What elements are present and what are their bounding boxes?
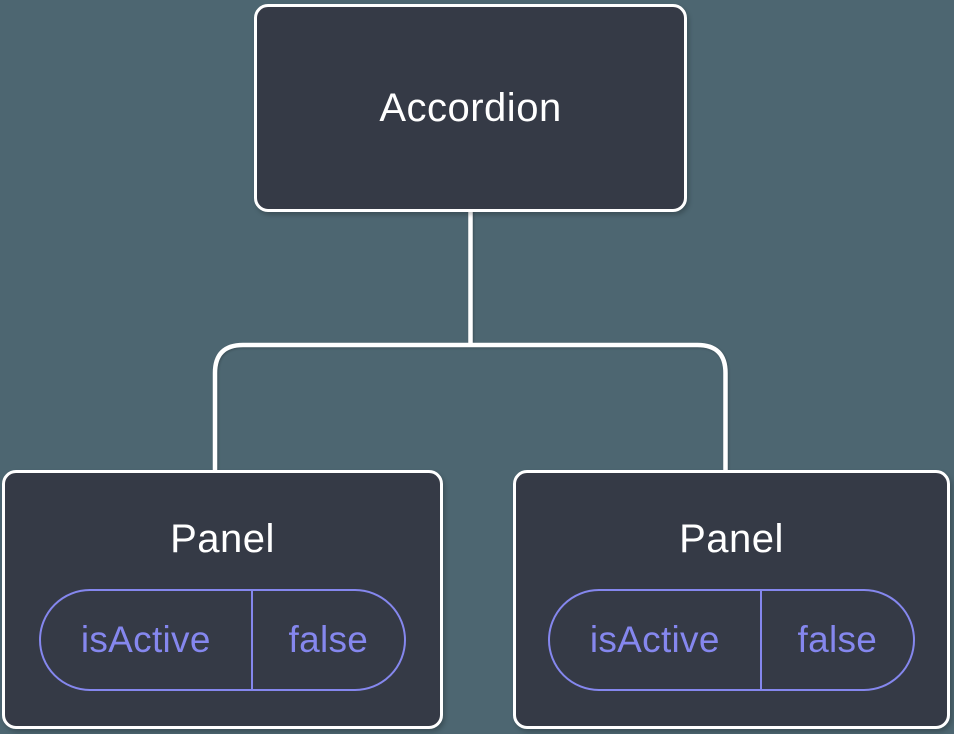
connector-branch (212, 342, 728, 472)
state-pill: isActive false (548, 589, 915, 691)
state-value-cell: false (288, 619, 369, 660)
component-node-panel-1: Panel isActive false (2, 470, 443, 729)
node-label: Panel (170, 517, 275, 561)
state-pill: isActive false (39, 589, 406, 691)
state-name-cell: isActive (550, 591, 762, 689)
component-node-accordion: Accordion (254, 4, 687, 212)
node-label: Accordion (379, 86, 562, 130)
state-name-cell: isActive (41, 591, 253, 689)
node-label: Panel (679, 517, 784, 561)
state-value-cell: false (797, 619, 878, 660)
component-node-panel-2: Panel isActive false (513, 470, 950, 729)
